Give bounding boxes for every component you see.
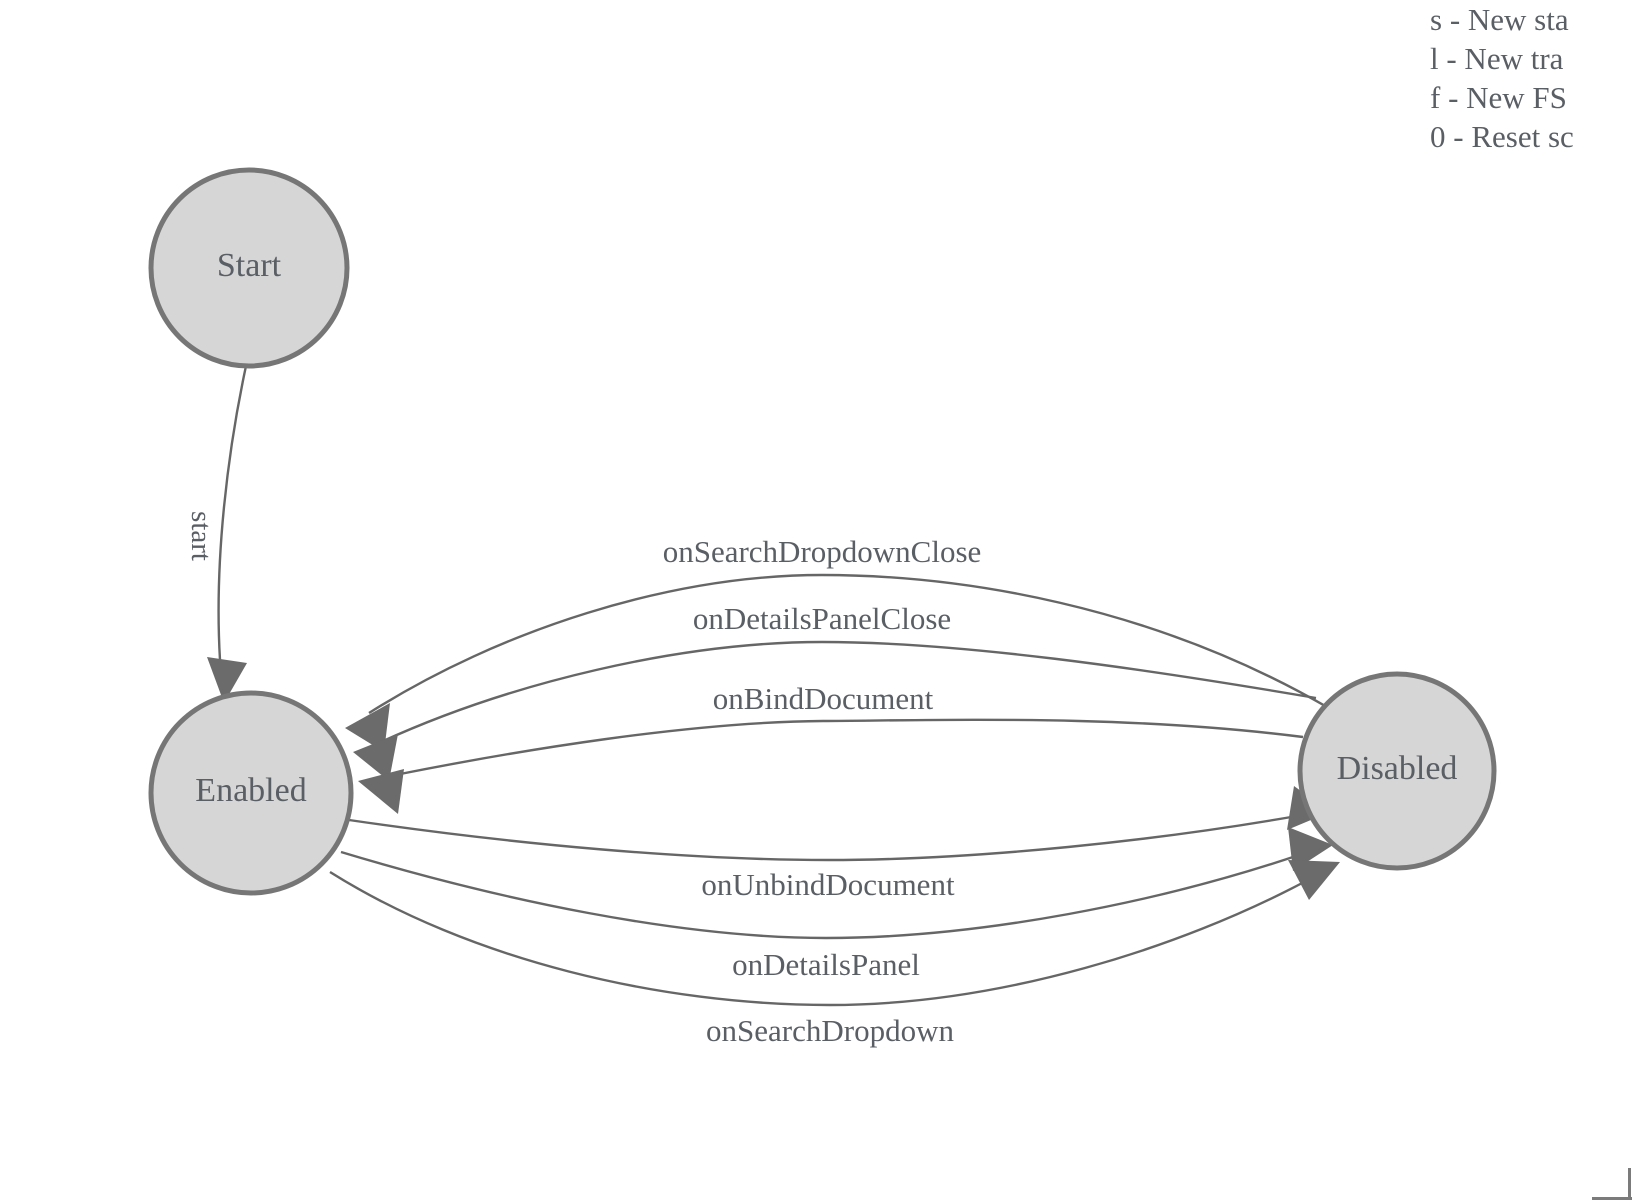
shortcut-new-state: s - New sta (1430, 2, 1569, 37)
transition-label-onsearchdropdown: onSearchDropdown (706, 1013, 954, 1048)
transition-ondetailspanelclose-path[interactable] (380, 640, 1317, 744)
canvas-corner-vertical-rule (1628, 1168, 1631, 1200)
transition-label-start: start (185, 511, 217, 561)
transition-label-onbinddocument: onBindDocument (713, 681, 934, 716)
transition-onunbinddocument-path[interactable] (348, 814, 1298, 862)
transition-onsearchdropdown-path[interactable] (329, 870, 1307, 1007)
transition-label-onsearchdropdownclose: onSearchDropdownClose (663, 534, 982, 569)
keyboard-shortcuts-legend: s - New sta l - New tra f - New FS 0 - R… (1430, 0, 1632, 156)
edge-label-group: start onSearchDropdownClose onDetailsPan… (185, 511, 981, 1048)
transition-ondetailspanel-path[interactable] (340, 850, 1300, 940)
transition-onsearchdropdown[interactable] (329, 860, 1340, 1007)
transition-onsearchdropdownclose-arrowhead (345, 703, 390, 752)
transition-onsearchdropdownclose[interactable] (345, 573, 1328, 752)
state-label-disabled: Disabled (1337, 750, 1458, 787)
shortcut-new-fsm: f - New FS (1430, 80, 1567, 115)
state-node-start[interactable]: Start (148, 167, 350, 369)
state-node-disabled[interactable]: Disabled (1297, 671, 1497, 871)
state-circle-start[interactable] (148, 167, 350, 369)
state-label-enabled: Enabled (195, 772, 306, 809)
transition-onunbinddocument[interactable] (348, 786, 1330, 862)
transition-start-path[interactable] (217, 365, 248, 661)
canvas-corner-horizontal-rule (1592, 1197, 1632, 1200)
transition-ondetailspanelclose-arrowhead (353, 734, 398, 781)
state-circle-disabled[interactable] (1297, 671, 1497, 871)
transition-onsearchdropdown-arrowhead (1288, 860, 1340, 900)
transition-onsearchdropdownclose-path[interactable] (368, 573, 1328, 715)
transition-label-ondetailspanelclose: onDetailsPanelClose (693, 601, 951, 636)
shortcut-new-transition: l - New tra (1430, 41, 1564, 76)
shortcut-reset-scale: 0 - Reset sc (1430, 119, 1574, 154)
state-node-enabled[interactable]: Enabled (148, 690, 354, 896)
edge-group (207, 365, 1340, 1007)
transition-label-onunbinddocument: onUnbindDocument (701, 867, 955, 902)
state-circle-enabled[interactable] (148, 690, 354, 896)
transition-ondetailspanel-arrowhead (1288, 827, 1333, 871)
state-label-start: Start (217, 247, 282, 284)
transition-ondetailspanel[interactable] (340, 827, 1333, 940)
transition-onbinddocument[interactable] (358, 718, 1304, 814)
transition-start[interactable] (207, 365, 248, 703)
transition-onbinddocument-arrowhead (358, 769, 404, 814)
transition-label-ondetailspanel: onDetailsPanel (732, 947, 920, 982)
transition-ondetailspanelclose[interactable] (353, 640, 1317, 781)
transition-start-arrowhead (207, 657, 247, 703)
transition-onbinddocument-path[interactable] (389, 718, 1304, 778)
